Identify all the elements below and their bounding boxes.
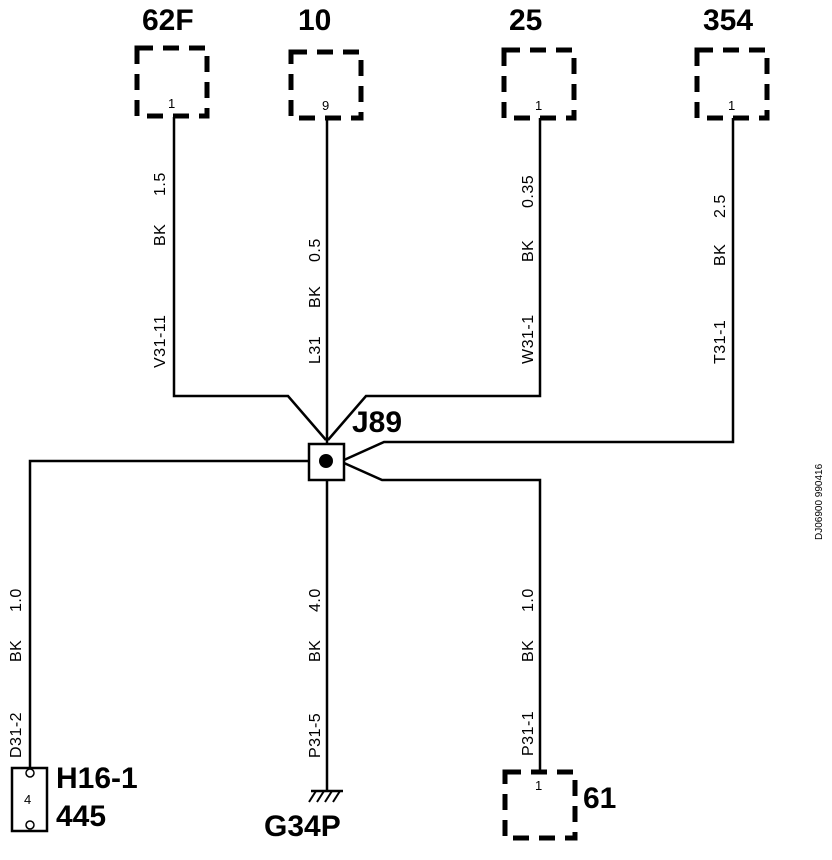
connector-10-label: 10 — [298, 4, 331, 37]
wire-w31-color: BK — [520, 240, 537, 262]
connector-62f[interactable]: 62F 1 — [134, 4, 210, 119]
connector-25-box — [501, 47, 577, 121]
connector-354-label: 354 — [703, 4, 753, 37]
connector-61[interactable]: 1 61 — [502, 769, 616, 841]
wire-w31-size: 0.35 — [520, 175, 537, 208]
connector-h16-pin: 4 — [24, 792, 31, 807]
connector-61-box — [502, 769, 578, 841]
wire-v31-line — [172, 117, 327, 441]
wire-v31-color: BK — [152, 224, 169, 246]
connector-354[interactable]: 354 1 — [694, 4, 770, 121]
document-id: DJ06900 990416 — [814, 463, 825, 540]
connector-354-pin: 1 — [728, 98, 735, 113]
wire-t31-color: BK — [712, 244, 729, 266]
wire-v31-size: 1.5 — [152, 172, 169, 196]
connector-61-label: 61 — [583, 782, 616, 815]
ground-hatch-2 — [316, 790, 325, 803]
connector-h16-terminal-bottom — [25, 820, 35, 830]
connector-445-label: 445 — [56, 800, 106, 833]
wire-p31-5-size: 4.0 — [307, 588, 324, 612]
wire-p31-1-color: BK — [520, 640, 537, 662]
connector-61-pin: 1 — [535, 778, 542, 793]
connector-25-label: 25 — [509, 4, 542, 37]
connector-h16-terminal-top — [25, 768, 35, 778]
wire-l31-color: BK — [307, 286, 324, 308]
connector-62f-pin: 1 — [168, 96, 175, 111]
connector-62f-label: 62F — [142, 4, 194, 37]
wire-l31-circuit: L31 — [307, 336, 324, 364]
wire-v31-circuit: V31-11 — [152, 315, 169, 368]
wire-d31-circuit: D31-2 — [8, 712, 25, 758]
wire-p31-5-circuit: P31-5 — [307, 713, 324, 758]
wire-p31-1-circuit: P31-1 — [520, 711, 537, 756]
wire-t31-line — [343, 118, 735, 462]
ground-hatch-3 — [324, 790, 333, 803]
wire-t31-circuit: T31-1 — [712, 320, 729, 364]
wire-p31-1-line — [343, 461, 542, 771]
ground-hatch-4 — [332, 790, 341, 803]
connector-354-box — [694, 47, 770, 121]
connector-10-pin: 9 — [322, 98, 329, 113]
connector-25[interactable]: 25 1 — [501, 4, 577, 121]
wire-d31-color: BK — [8, 640, 25, 662]
connector-h16[interactable]: 4 H16-1 445 — [10, 762, 138, 833]
wire-p31-5-color: BK — [307, 640, 324, 662]
wire-lines — [28, 117, 735, 790]
ground-hatch-1 — [308, 790, 317, 803]
connector-62f-box — [134, 45, 210, 119]
ground-label: G34P — [264, 810, 341, 843]
wire-w31-circuit: W31-1 — [520, 314, 537, 364]
connector-h16-label: H16-1 — [56, 762, 138, 795]
wire-l31-size: 0.5 — [307, 238, 324, 262]
connector-25-pin: 1 — [535, 98, 542, 113]
wire-d31-size: 1.0 — [8, 588, 25, 612]
wire-d31-line — [28, 459, 310, 768]
wire-w31-line — [327, 118, 542, 441]
splice-label: J89 — [352, 406, 402, 439]
wire-p31-1-size: 1.0 — [520, 588, 537, 612]
splice-j89[interactable]: J89 — [307, 406, 402, 482]
connector-10[interactable]: 10 9 — [288, 4, 364, 121]
ground-g34p[interactable]: G34P — [264, 789, 343, 843]
splice-box — [307, 442, 346, 482]
wire-t31-size: 2.5 — [712, 194, 729, 218]
splice-dot — [319, 454, 333, 468]
